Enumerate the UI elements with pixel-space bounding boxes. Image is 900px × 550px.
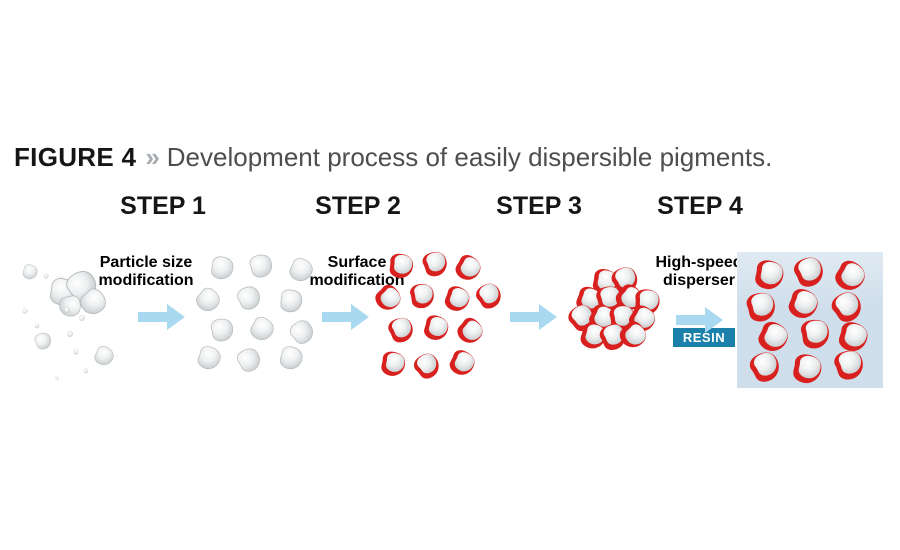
resin-badge: RESIN xyxy=(673,328,735,347)
diagram-canvas xyxy=(0,230,883,388)
step-4-action-label: High-speed disperser xyxy=(655,254,743,289)
double-chevron-icon: » xyxy=(145,142,160,172)
cluster-size-modified-pigments xyxy=(193,253,317,375)
step-2-action-label: Surface modification xyxy=(309,254,405,289)
panel-dispersed-pigments xyxy=(737,252,883,388)
figure-caption: FIGURE 4 »Development process of easily d… xyxy=(14,141,772,173)
arrow-right-icon xyxy=(138,304,185,330)
cluster-pigment-agglomerate xyxy=(565,263,660,353)
arrow-right-icon xyxy=(510,304,557,330)
arrow-right-icon xyxy=(322,304,369,330)
figure-label: FIGURE 4 xyxy=(14,142,137,172)
step-4-label: STEP 4 xyxy=(657,192,743,220)
step-1-label: STEP 1 xyxy=(120,192,206,220)
arrow-right-icon xyxy=(676,307,723,333)
step-1-action-label: Particle size modification xyxy=(98,254,194,289)
figure-caption-text: Development process of easily dispersibl… xyxy=(166,142,773,172)
cluster-raw-pigments xyxy=(22,263,116,379)
step-2-label: STEP 2 xyxy=(315,192,401,220)
cluster-surface-modified-pigments xyxy=(372,249,506,383)
step-3-label: STEP 3 xyxy=(496,192,582,220)
